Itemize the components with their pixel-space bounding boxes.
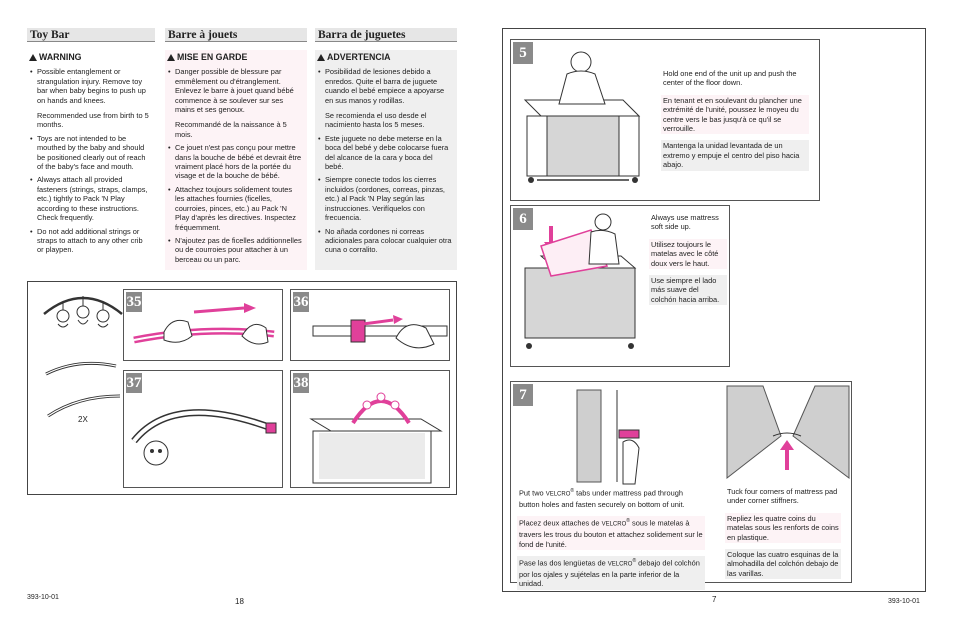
step-6-panel: 6 Always use mattress soft side up. Util… xyxy=(510,205,730,367)
step-7-right-illustration xyxy=(726,385,850,480)
step-7-right-text-es: Coloque las cuatro esquinas de la almoha… xyxy=(725,549,841,580)
step-7-left-text-es: Pase las dos lengüetas de VELCRO® debajo… xyxy=(517,555,705,590)
right-page-number: 7 xyxy=(712,595,717,604)
step-number-38: 38 xyxy=(293,373,309,393)
step-7-right-text-en: Tuck four corners of mattress pad under … xyxy=(727,487,838,506)
warning-column-fr: MISE EN GARDE Danger possible de blessur… xyxy=(165,50,307,270)
warning-heading-fr: MISE EN GARDE xyxy=(167,52,307,62)
step-5-text-es: Mantenga la unidad levantada de un extre… xyxy=(661,140,809,171)
warning-item: No añada cordones ni correas adicionales… xyxy=(318,227,453,255)
warning-item: Siempre conecte todos los cierres inclui… xyxy=(318,175,453,222)
step-5-illustration xyxy=(523,51,641,183)
step-number-6: 6 xyxy=(513,208,533,230)
step-37-illustration xyxy=(131,409,277,466)
warning-heading-en: WARNING xyxy=(29,52,155,62)
column-title-es: Barra de juguetes xyxy=(315,28,457,42)
warning-triangle-icon xyxy=(29,54,37,62)
warning-column-es: ADVERTENCIA Posibilidad de lesiones debi… xyxy=(315,50,457,270)
warning-item: Posibilidad de lesiones debido a enredos… xyxy=(318,67,453,129)
step-number-7: 7 xyxy=(513,384,533,406)
step-7-left-text-fr: Placez deux attaches de VELCRO® sous le … xyxy=(517,516,705,550)
warning-item: Ce jouet n'est pas conçu pour mettre dan… xyxy=(168,143,303,181)
parts-quantity-label: 2X xyxy=(78,415,88,424)
step-36-illustration xyxy=(312,315,448,349)
step-number-5: 5 xyxy=(513,42,533,64)
step-7-left-illustration xyxy=(576,389,640,485)
warning-item: Este juguete no debe meterse en la boca … xyxy=(318,134,453,172)
warning-triangle-icon xyxy=(317,54,325,62)
step-37-panel: 37 xyxy=(123,370,283,488)
step-7-right-text: Tuck four corners of mattress pad under … xyxy=(725,486,841,585)
warning-column-en: WARNING Possible entanglement or strangu… xyxy=(27,50,155,259)
step-5-text-en: Hold one end of the unit up and push the… xyxy=(663,69,797,88)
step-6-text-fr: Utilisez toujours le matelas avec le côt… xyxy=(649,238,727,270)
step-7-panel: 7 Put two VELCRO® tabs under mattress pa… xyxy=(510,381,852,590)
step-7-left-text-en: Put two VELCRO® tabs under mattress pad … xyxy=(519,488,685,509)
step-6-text-en: Always use mattress soft side up. xyxy=(651,213,719,232)
warning-heading-es: ADVERTENCIA xyxy=(317,52,457,62)
toybar-parts-illustration xyxy=(43,296,123,418)
step-35-illustration xyxy=(133,303,275,345)
step-number-35: 35 xyxy=(126,292,142,312)
step-5-panel: 5 Hold one end of the unit up and push t… xyxy=(510,39,820,201)
left-document-code: 393-10-01 xyxy=(27,594,59,601)
warning-item: N'ajoutez pas de ficelles additionnelles… xyxy=(168,236,303,264)
step-6-text: Always use mattress soft side up. Utilis… xyxy=(649,212,727,311)
step-number-37: 37 xyxy=(126,373,142,393)
column-title-fr: Barre à jouets xyxy=(165,28,307,42)
step-number-36: 36 xyxy=(293,292,309,312)
right-page-frame xyxy=(502,28,926,592)
toybar-steps-frame: 2X 35 36 37 xyxy=(27,281,457,495)
step-36-panel: 36 xyxy=(290,289,450,361)
step-38-panel: 38 xyxy=(290,370,450,488)
step-5-text-fr: En tenant et en soulevant du plancher un… xyxy=(661,94,809,135)
step-7-right-text-fr: Repliez les quatre coins du matelas sous… xyxy=(725,512,841,544)
warning-item: Possible entanglement or strangulation i… xyxy=(30,67,151,129)
step-35-panel: 35 xyxy=(123,289,283,361)
column-title-en: Toy Bar xyxy=(27,28,155,42)
warning-triangle-icon xyxy=(167,54,175,62)
step-5-text: Hold one end of the unit up and push the… xyxy=(661,68,809,177)
warning-item: Do not add additional strings or straps … xyxy=(30,227,151,255)
warning-item: Danger possible de blessure par emmêleme… xyxy=(168,67,303,139)
warning-item: Toys are not intended to be mouthed by t… xyxy=(30,134,151,172)
step-6-illustration xyxy=(524,213,637,349)
step-38-illustration xyxy=(309,392,443,484)
warning-item: Always attach all provided fasteners (st… xyxy=(30,175,151,222)
left-page-number: 18 xyxy=(235,597,244,606)
right-document-code: 393-10-01 xyxy=(888,598,920,605)
warning-item: Attachez toujours solidement toutes les … xyxy=(168,185,303,232)
step-7-left-text: Put two VELCRO® tabs under mattress pad … xyxy=(517,486,705,596)
step-6-text-es: Use siempre el lado más suave del colchó… xyxy=(649,275,727,306)
